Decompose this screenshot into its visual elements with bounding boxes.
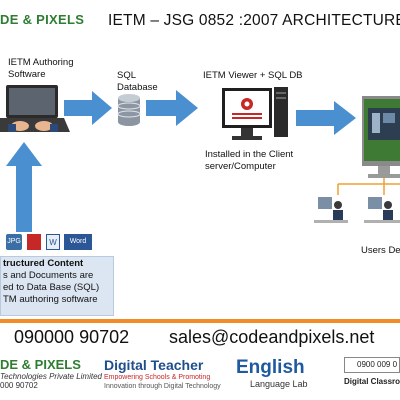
sql-label-line1: SQL [117, 70, 137, 81]
sql-label-line2: Database [117, 82, 158, 93]
user-connection-lines [337, 178, 400, 195]
structured-content-line: TM authoring software [3, 294, 98, 305]
arrow-to-database [64, 91, 112, 125]
contact-phone: 090000 90702 [14, 327, 130, 347]
footer-logo-codepixels-phone: 000 90702 [0, 381, 38, 390]
user-workstation-icon [364, 197, 400, 223]
footer-logo-english-lab-sub: Language Lab [250, 379, 308, 389]
laptop-icon [0, 85, 70, 132]
footer-logo-digital-teacher-sub1: Empowering Schools & Promoting [104, 374, 211, 381]
page-title: IETM – JSG 0852 :2007 ARCHITECTURE [108, 12, 400, 29]
database-icon [117, 94, 141, 126]
footer-logo-digital-classroom: 0900 009 0 Digital Classroom [344, 357, 400, 386]
viewer-computer-icon [222, 87, 288, 140]
footer-logo-digital-teacher-sub2: Innovation through Digital Technology [104, 383, 221, 390]
client-monitor-icon [362, 96, 400, 178]
architecture-diagram [0, 85, 400, 232]
footer-divider [0, 319, 400, 323]
footer-logo-english-lab-name: English [236, 357, 305, 378]
arrow-to-clients [296, 101, 356, 135]
footer-logo-digital-classroom-phone: 0900 009 0 [344, 357, 400, 373]
footer-logo-codepixels-sub: Technologies Private Limited [0, 372, 102, 381]
footer-logo-codepixels-name: DE & PIXELS [0, 357, 81, 372]
contact-email[interactable]: sales@codeandpixels.net [169, 327, 375, 347]
footer-logo-digital-teacher-name: Digital Teacher [104, 357, 204, 373]
user-workstation-icon [314, 197, 348, 223]
footer-logos [0, 352, 400, 400]
footer-logo-digital-classroom-sub: Digital Classroom [344, 377, 400, 386]
viewer-label: IETM Viewer + SQL DB [203, 70, 303, 81]
arrow-to-viewer [146, 90, 198, 126]
footer-logo-codepixels: DE & PIXELS Technologies Private Limited… [0, 357, 102, 390]
authoring-label-line2: Software [8, 69, 46, 80]
word-file-icon: Word [64, 234, 92, 250]
arrow-up-to-authoring [6, 142, 42, 232]
jpg-file-icon: JPG [6, 234, 22, 250]
structured-content-line: s and Documents are [3, 270, 94, 281]
structured-content-heading: tructured Content [3, 258, 84, 269]
structured-content-line: ed to Data Base (SQL) [3, 282, 100, 293]
users-label: Users De [361, 245, 400, 256]
install-label-line1: Installed in the Client [205, 149, 294, 160]
company-logo: DE & PIXELS [0, 12, 85, 27]
footer-logo-digital-teacher: Digital Teacher Empowering Schools & Pro… [104, 357, 222, 391]
authoring-label-line1: IETM Authoring [8, 57, 74, 68]
install-label: Installed in the Client server/Computer [205, 149, 293, 173]
footer-logo-english-lab: English Language Lab [236, 357, 328, 389]
install-label-line2: server/Computer [205, 161, 276, 172]
structured-content-box: tructured Content s and Documents are ed… [0, 256, 114, 316]
sql-label: SQL Database [117, 70, 158, 94]
doc-file-icon: W [46, 234, 60, 250]
pdf-file-icon [27, 234, 41, 250]
authoring-label: IETM Authoring Software [8, 57, 73, 81]
